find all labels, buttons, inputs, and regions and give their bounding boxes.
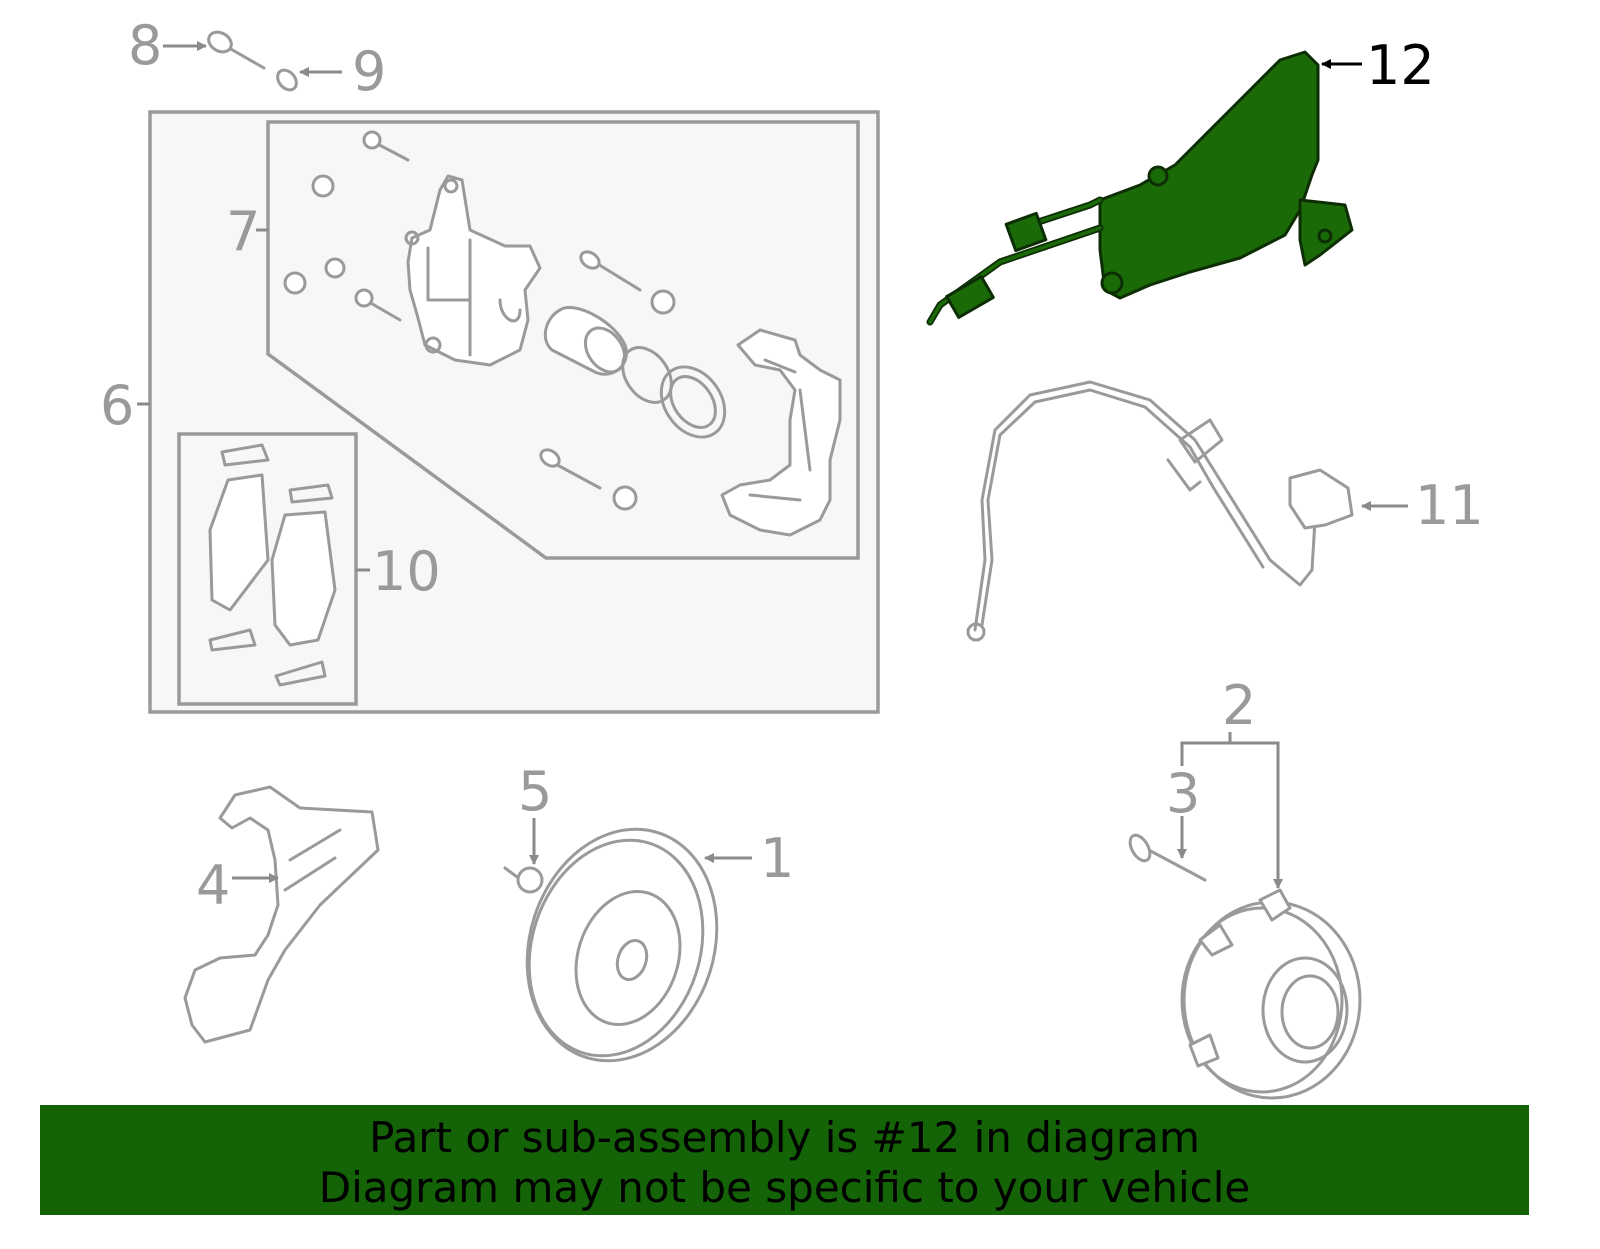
guide-pin-lower xyxy=(539,448,602,490)
callout-12: 12 xyxy=(1366,34,1435,97)
washer-9 xyxy=(276,68,298,92)
dust-boot xyxy=(659,365,727,439)
callout-5: 5 xyxy=(518,760,552,823)
callout-6: 6 xyxy=(100,374,134,437)
part-11-brake-hose xyxy=(966,380,1354,642)
dust-boot-inner xyxy=(669,375,717,429)
bleeder-screw xyxy=(324,257,346,279)
banner-line-1: Part or sub-assembly is #12 in diagram xyxy=(369,1113,1200,1162)
part-info-banner: Part or sub-assembly is #12 in diagram D… xyxy=(40,1105,1529,1215)
caliper-body xyxy=(404,174,542,367)
piston-seal xyxy=(621,346,673,404)
bleeder-cap xyxy=(311,174,335,198)
callout-10: 10 xyxy=(372,540,441,603)
caliper-piston xyxy=(543,306,628,376)
callout-8: 8 xyxy=(128,14,162,77)
bolt-8 xyxy=(207,30,266,70)
part-5-bolt xyxy=(503,866,544,894)
callout-4: 4 xyxy=(196,854,230,917)
part-3-wheel-stud xyxy=(1128,833,1207,882)
callout-2: 2 xyxy=(1222,674,1256,737)
callout-3: 3 xyxy=(1166,762,1200,825)
bleeder-bolt xyxy=(362,130,410,162)
guide-boot-upper xyxy=(650,289,676,315)
callout-1: 1 xyxy=(760,827,794,890)
caliper-bracket xyxy=(720,328,842,537)
part-1-brake-rotor xyxy=(525,827,719,1063)
part-2-wheel-hub xyxy=(1180,888,1362,1100)
callout-7: 7 xyxy=(226,200,260,263)
banner-line-2: Diagram may not be specific to your vehi… xyxy=(318,1163,1251,1212)
caliper-bolt xyxy=(354,288,402,322)
part-4-dust-shield xyxy=(183,785,380,1044)
guide-boot-lower xyxy=(612,485,638,511)
callout-9: 9 xyxy=(352,40,386,103)
part-12-wheel-speed-sensor-highlighted xyxy=(926,50,1354,326)
guide-pin-upper xyxy=(579,250,642,292)
clip xyxy=(283,271,307,295)
brake-pad-set xyxy=(208,443,337,687)
callout-11: 11 xyxy=(1415,474,1484,537)
